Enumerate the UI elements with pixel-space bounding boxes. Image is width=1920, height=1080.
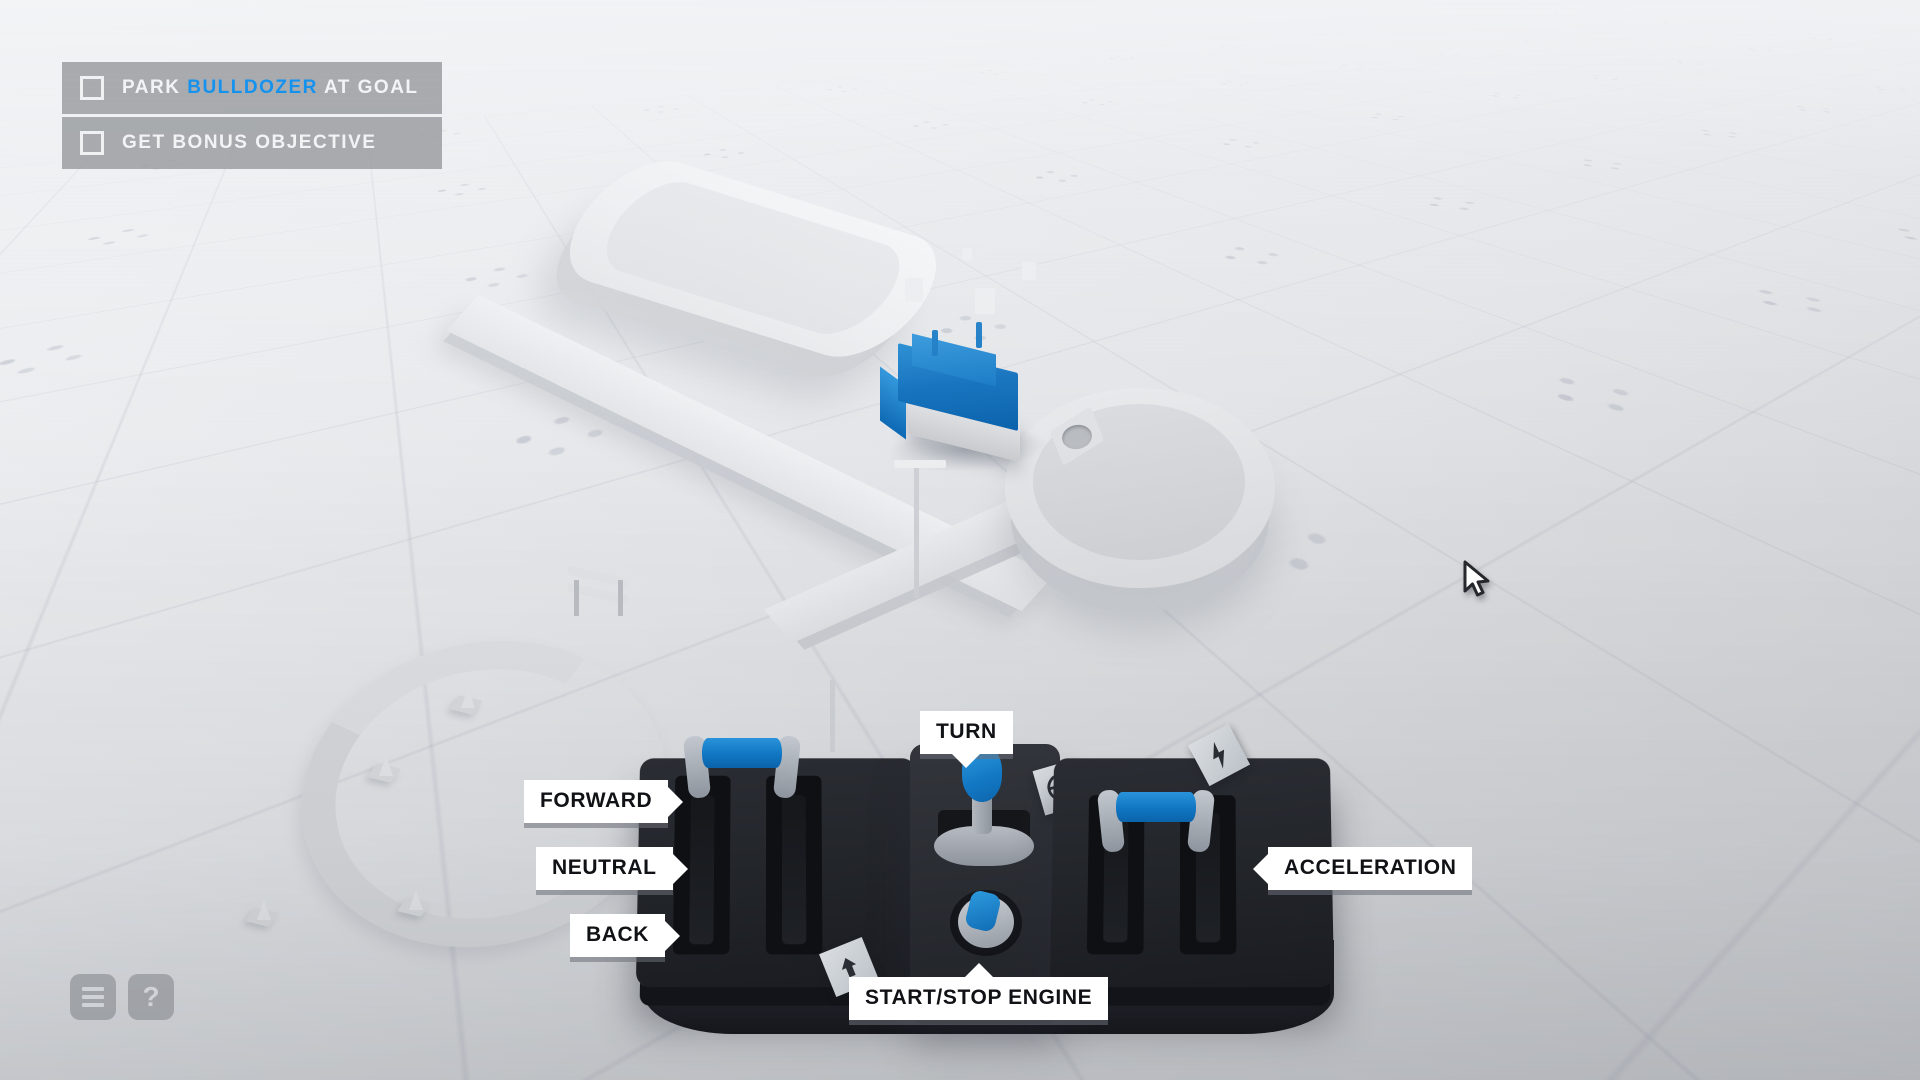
objective-checkbox[interactable]	[80, 76, 104, 100]
gear-lever-roller	[702, 738, 782, 768]
help-button[interactable]: ?	[128, 974, 174, 1020]
scenery-block-1	[905, 278, 923, 302]
objective-text-prefix: PARK	[122, 77, 188, 98]
acceleration-lever-handle[interactable]	[1096, 789, 1216, 853]
light-pole-arm	[894, 460, 946, 468]
label-neutral[interactable]: NEUTRAL	[536, 847, 673, 890]
objective-label: GET BONUS OBJECTIVE	[122, 132, 377, 153]
label-start-stop-engine[interactable]: START/STOP ENGINE	[849, 977, 1109, 1020]
objective-checkbox[interactable]	[80, 131, 104, 155]
lightning-bolt-icon	[1213, 741, 1225, 769]
barrier-leg-left	[574, 580, 579, 616]
scenery-block-2	[975, 288, 995, 314]
label-back[interactable]: BACK	[570, 914, 666, 957]
objective-label: PARK BULLDOZER AT GOAL	[122, 77, 419, 99]
cone-body	[379, 756, 393, 776]
label-forward[interactable]: FORWARD	[524, 780, 669, 823]
menu-button[interactable]	[70, 974, 116, 1020]
light-pole	[914, 468, 919, 598]
objective-text-highlight: BULLDOZER	[187, 77, 318, 98]
label-turn[interactable]: TURN	[920, 711, 1013, 754]
label-acceleration[interactable]: ACCELERATION	[1268, 847, 1473, 890]
cone-body	[257, 900, 271, 920]
arrow-pointer-icon	[1463, 560, 1490, 597]
objective-text-suffix: AT GOAL	[317, 77, 419, 98]
cone-body	[409, 890, 423, 910]
bulldozer-vehicle[interactable]	[872, 322, 1064, 472]
objective-item-park-bulldozer[interactable]: PARK BULLDOZER AT GOAL	[62, 62, 442, 114]
cone-body	[461, 688, 475, 708]
traffic-cone	[397, 890, 431, 917]
bulldozer-exhaust-b	[976, 322, 982, 348]
objectives-panel: PARK BULLDOZER AT GOAL GET BONUS OBJECTI…	[62, 62, 442, 169]
gear-lever-handle[interactable]	[682, 735, 802, 799]
bulldozer-exhaust-a	[932, 330, 938, 356]
gear-slot-right	[781, 795, 807, 945]
hamburger-menu-icon	[82, 987, 104, 1007]
mouse-cursor	[1462, 560, 1492, 605]
barrier-leg-right	[618, 580, 623, 616]
corner-button-group: ?	[70, 974, 174, 1020]
traffic-cone	[449, 688, 483, 715]
traffic-cone	[367, 756, 401, 783]
scenery-block-4	[962, 248, 972, 260]
scenery-block-3	[1022, 262, 1036, 280]
accel-lever-roller	[1116, 792, 1196, 822]
question-mark-icon: ?	[142, 981, 160, 1012]
sign-pole-2	[830, 680, 835, 752]
road-barrier	[568, 565, 628, 618]
gear-slot-left	[689, 795, 715, 945]
objective-item-bonus[interactable]: GET BONUS OBJECTIVE	[62, 117, 442, 169]
traffic-cone	[245, 900, 279, 927]
